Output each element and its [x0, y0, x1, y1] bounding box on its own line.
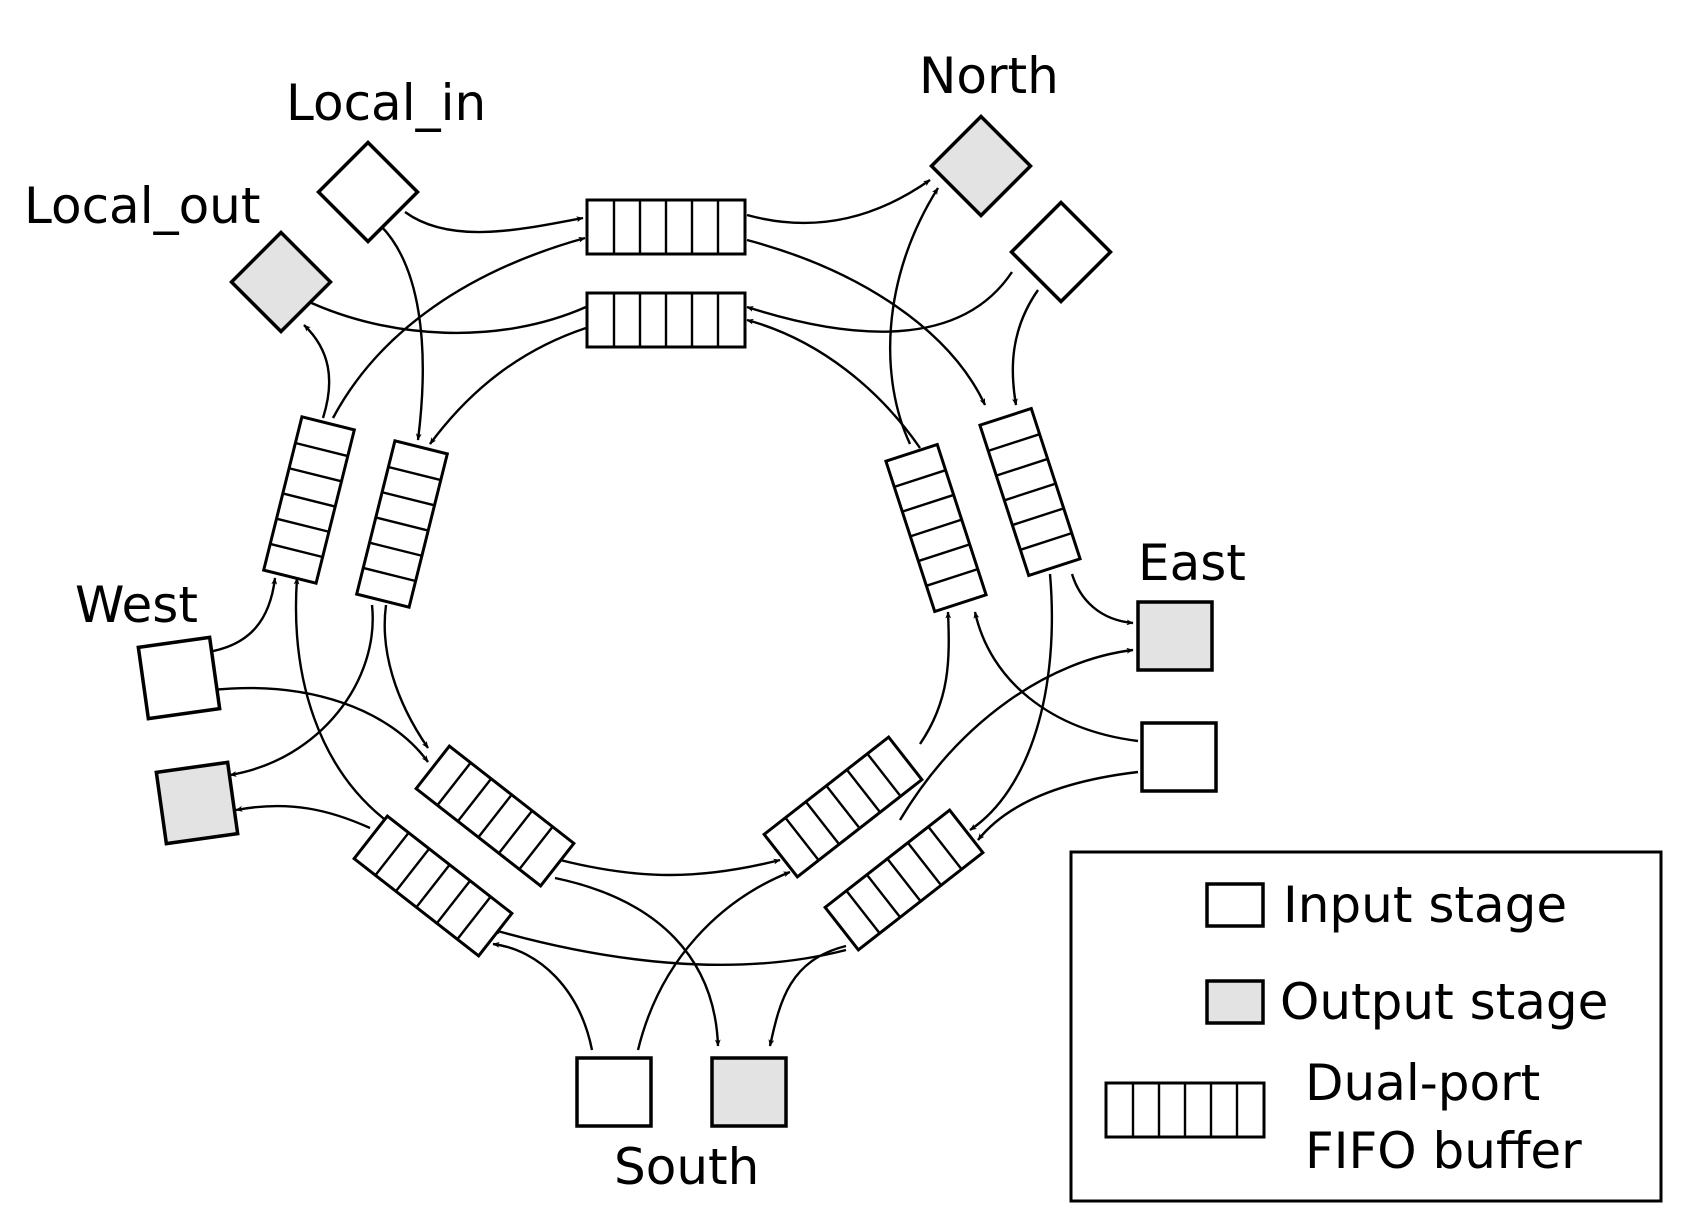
link-localin-fifo-left-b	[379, 224, 424, 441]
north-output-stage	[929, 114, 1033, 218]
legend-fifo-swatch	[1104, 1081, 1266, 1139]
link-fifo-left-a-top-a	[331, 236, 586, 419]
fifo-right-b	[884, 442, 988, 614]
label-south: South	[614, 1138, 759, 1196]
local-out-output-stage	[229, 230, 333, 334]
link-fifo-bl-b-br-a	[559, 858, 781, 877]
legend-fifo-label-line2: FIFO buffer	[1305, 1122, 1582, 1180]
link-eastin-fifo-top-b	[746, 271, 1013, 333]
east-input-stage	[1140, 721, 1218, 793]
link-fifo-br-a-right-b	[919, 611, 952, 745]
label-north: North	[919, 47, 1059, 105]
link-fifo-bl-a-left-a	[293, 577, 389, 823]
fifo-left-b	[354, 438, 450, 610]
link-southin-fifo-br-a	[636, 870, 791, 1051]
link-eastin2-fifo-br-b	[977, 770, 1139, 841]
link-fifo-br-a-eastout	[898, 647, 1134, 821]
link-fifo-br-b-southout	[768, 944, 847, 1047]
link-westin-fifo-bl-b	[211, 686, 429, 763]
local-in-input-stage	[316, 140, 420, 244]
link-fifo-top-a-north	[746, 179, 931, 225]
label-west: West	[75, 576, 198, 634]
port-labels: Local_in Local_out North East West South	[24, 47, 1246, 1196]
port-stages	[136, 114, 1218, 1128]
link-fifo-left-a-localout	[303, 324, 331, 419]
north-input-stage	[1009, 200, 1113, 304]
link-localin-fifo-top-a	[404, 211, 584, 234]
legend: Input stage Output stage Dual-port FIFO …	[1069, 850, 1663, 1203]
link-fifo-left-b-bl-b	[383, 604, 429, 749]
south-input-stage	[575, 1056, 653, 1128]
fifo-bottom-right-a	[762, 734, 924, 880]
link-eastin2-fifo-right-b	[973, 611, 1139, 743]
link-eastin-fifo-right-a	[1011, 289, 1039, 406]
legend-input-stage-label: Input stage	[1283, 876, 1567, 934]
link-fifo-top-a-right-a	[746, 238, 987, 406]
legend-fifo-label-line1: Dual-port	[1305, 1054, 1540, 1112]
legend-output-stage-swatch	[1205, 979, 1265, 1025]
west-input-stage	[136, 635, 222, 721]
link-fifo-right-b-top-b	[746, 318, 921, 449]
fifo-bottom-left-b	[414, 743, 576, 889]
link-southin-fifo-bl-a	[492, 941, 594, 1051]
link-westin-fifo-left-a	[207, 577, 278, 654]
fifo-bottom-right-b	[823, 807, 985, 953]
link-fifo-right-b-north	[888, 187, 940, 445]
fifo-top-a	[585, 198, 747, 256]
west-output-stage	[154, 760, 240, 846]
fifo-top-b	[585, 291, 747, 349]
link-fifo-top-b-left-b	[429, 326, 587, 445]
link-fifo-bl-b-southout	[554, 876, 721, 1047]
legend-frame	[1069, 850, 1663, 1203]
link-fifo-top-b-localout	[304, 298, 587, 335]
link-fifo-left-b-westout	[229, 604, 374, 777]
link-fifo-right-a-br-b	[969, 573, 1054, 831]
east-output-stage	[1136, 600, 1214, 672]
label-local-in: Local_in	[286, 74, 486, 132]
fifo-right-a	[978, 406, 1082, 578]
link-fifo-bl-a-westout	[235, 804, 371, 830]
link-fifo-br-b-bl-a	[493, 928, 847, 967]
label-east: East	[1138, 534, 1246, 592]
legend-output-stage-label: Output stage	[1280, 973, 1608, 1031]
south-output-stage	[710, 1056, 788, 1128]
connection-links	[207, 179, 1139, 1051]
legend-input-stage-swatch	[1205, 882, 1265, 928]
fifo-left-a	[261, 414, 357, 586]
label-local-out: Local_out	[24, 177, 260, 235]
link-fifo-right-a-eastout	[1070, 573, 1134, 626]
fifo-buffers	[261, 198, 1082, 959]
fifo-bottom-left-a	[352, 813, 514, 959]
